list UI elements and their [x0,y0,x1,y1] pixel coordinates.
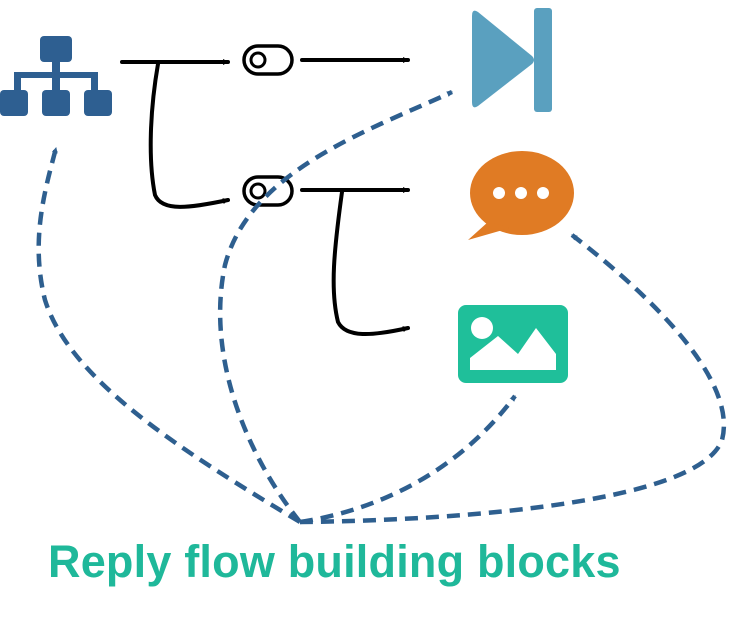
diagram-caption: Reply flow building blocks [48,536,621,587]
org-chart-icon [0,36,112,116]
dashed-arrow-to-image [299,394,517,525]
flow-arrow [148,62,230,209]
image-icon [458,305,568,383]
dashed-arrows [36,89,727,525]
dashed-arrow-to-skip [217,89,453,524]
dashed-arrow-to-org-chart [36,147,302,524]
toggle-switch-icon [242,44,294,76]
dashed-arrow-to-chat [299,233,727,525]
toggle-switch-icon [242,175,294,207]
skip-to-end-icon [472,8,552,112]
chat-bubble-icon [468,151,574,240]
flow-arrow [331,190,410,337]
flow-arrows [120,57,410,337]
